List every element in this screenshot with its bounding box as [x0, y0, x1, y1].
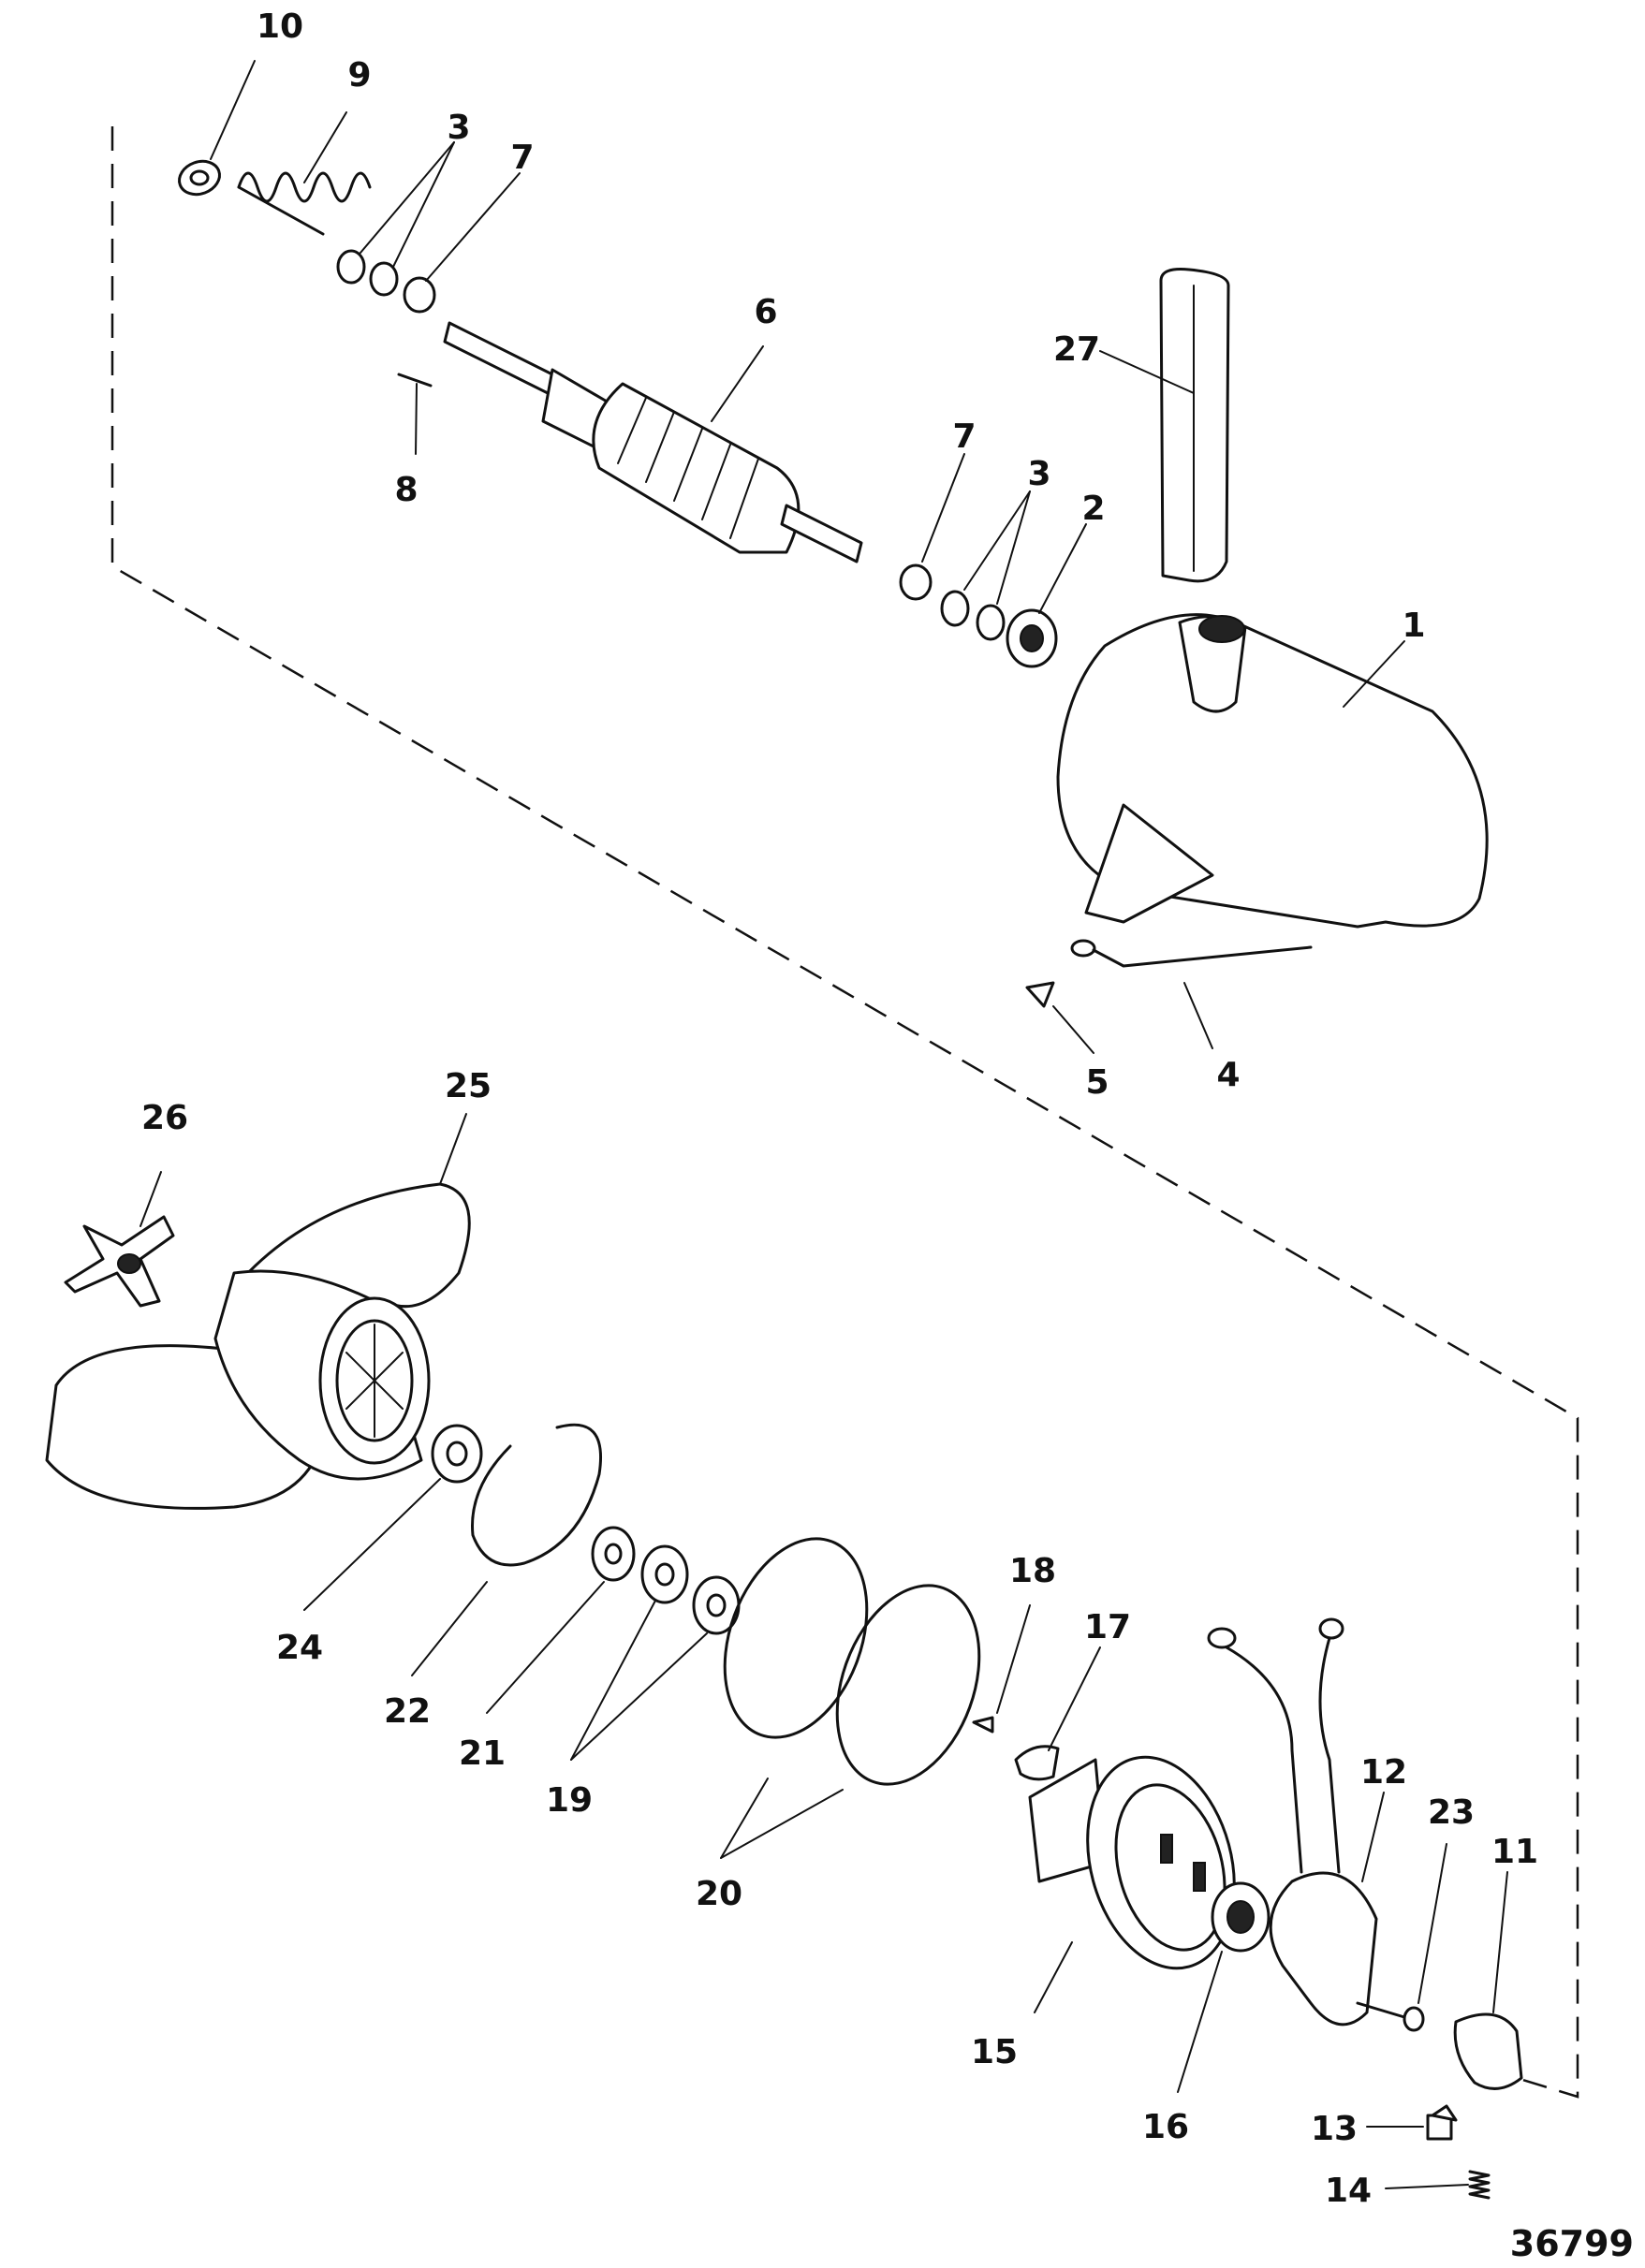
callout-14: 14 — [1325, 2172, 1372, 2210]
callout-26: 26 — [141, 1099, 188, 1137]
part-9-spring — [237, 171, 372, 236]
callout-17: 17 — [1084, 1608, 1131, 1646]
part-3-shims-upper — [336, 249, 399, 297]
part-21-washer — [591, 1526, 636, 1582]
callout-7-lower: 7 — [952, 417, 976, 456]
part-11-clamp — [1453, 2012, 1523, 2090]
callout-13: 13 — [1311, 2110, 1358, 2148]
callout-6: 6 — [754, 293, 777, 331]
part-6-armature — [443, 321, 863, 563]
callout-21: 21 — [459, 1734, 506, 1773]
part-27-tube — [1159, 268, 1230, 583]
part-23-screw — [1356, 2001, 1425, 2032]
part-25-propeller — [45, 1182, 471, 1510]
part-18-screw — [972, 1716, 994, 1734]
part-15-end-cap — [1028, 1755, 1236, 1970]
callout-23: 23 — [1428, 1793, 1475, 1832]
part-16-bearing — [1211, 1881, 1270, 1953]
part-26-prop-nut — [64, 1215, 175, 1308]
callout-25: 25 — [445, 1067, 492, 1105]
callout-11: 11 — [1491, 1833, 1538, 1871]
part-19-washers — [640, 1544, 741, 1635]
callout-15: 15 — [971, 2033, 1018, 2071]
part-13-brush — [1426, 2104, 1458, 2141]
part-1-motor-housing — [1056, 613, 1489, 929]
part-22-snap-ring — [471, 1423, 602, 1567]
callout-22: 22 — [384, 1692, 431, 1731]
callout-3-upper: 3 — [447, 109, 470, 147]
callout-9: 9 — [347, 56, 371, 95]
assembly-boundary — [110, 126, 1579, 2099]
callout-3-lower: 3 — [1027, 455, 1050, 493]
callout-labels: 1 2 3 3 4 5 6 7 7 8 9 10 11 12 13 14 15 … — [141, 7, 1538, 2210]
part-2-bearing — [1006, 608, 1058, 668]
leader-lines — [140, 60, 1508, 2189]
callout-10: 10 — [257, 7, 303, 46]
callout-16: 16 — [1142, 2108, 1189, 2146]
callout-20: 20 — [696, 1875, 742, 1913]
callout-4: 4 — [1216, 1056, 1240, 1094]
part-14-brush-spring — [1468, 2170, 1491, 2200]
part-12-brush-plate — [1207, 1617, 1378, 2027]
part-4-ground-wire — [1070, 939, 1313, 968]
callout-12: 12 — [1360, 1753, 1407, 1792]
figure-number: 36799 — [1510, 2223, 1634, 2264]
callout-27: 27 — [1053, 330, 1100, 369]
callout-19: 19 — [546, 1781, 593, 1820]
callout-8: 8 — [394, 471, 418, 509]
callout-24: 24 — [276, 1629, 323, 1667]
callout-7-upper: 7 — [510, 139, 534, 177]
part-10-washer — [178, 159, 221, 197]
part-3-shims-lower — [940, 590, 1006, 641]
callout-1: 1 — [1402, 607, 1425, 645]
part-17-clip — [1014, 1745, 1060, 1781]
callout-2: 2 — [1081, 490, 1105, 528]
part-24-washer — [431, 1424, 483, 1484]
part-5-screw — [1025, 981, 1055, 1008]
part-8-key — [397, 373, 433, 388]
part-20-o-rings — [723, 1537, 981, 1786]
part-7-retaining-ring-upper — [403, 276, 436, 314]
callout-18: 18 — [1009, 1552, 1056, 1590]
callout-5: 5 — [1085, 1063, 1109, 1102]
part-7-retaining-ring-lower — [899, 563, 933, 601]
